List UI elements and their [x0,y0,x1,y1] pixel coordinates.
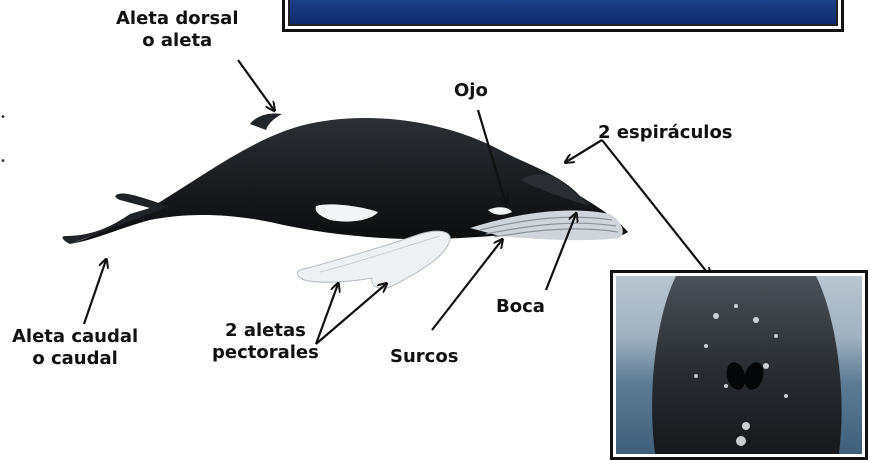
arrow-blowhole-main [566,140,602,162]
label-dorsal-fin: Aleta dorsal o aleta [116,8,238,52]
label-dorsal-line1: Aleta dorsal [116,8,238,30]
label-caudal-line2: o caudal [12,348,138,370]
label-eye: Ojo [454,80,488,102]
arrow-grooves [432,240,502,330]
label-caudal-fin: Aleta caudal o caudal [12,326,138,370]
label-pectoral-line2: pectorales [212,342,319,364]
label-blowholes: 2 espiráculos [598,122,733,144]
inset-whale-head [616,276,862,454]
label-caudal-line1: Aleta caudal [12,326,138,348]
blowhole-inset-photo [610,270,868,460]
label-grooves: Surcos [390,346,458,368]
arrow-caudal [84,260,106,324]
arrow-blowhole-inset [602,140,710,276]
humpback-whale-illustration [63,113,628,288]
label-pectoral-line1: 2 aletas [212,320,319,342]
edge-mark-top: • [0,112,4,118]
inset-photo-image [616,276,862,454]
label-pectoral-fins: 2 aletas pectorales [212,320,319,364]
whale-dorsal-fin [250,113,282,130]
label-dorsal-line2: o aleta [116,30,238,52]
label-mouth: Boca [496,296,545,318]
edge-mark-bottom: • [0,156,4,162]
arrow-dorsal [238,60,274,110]
